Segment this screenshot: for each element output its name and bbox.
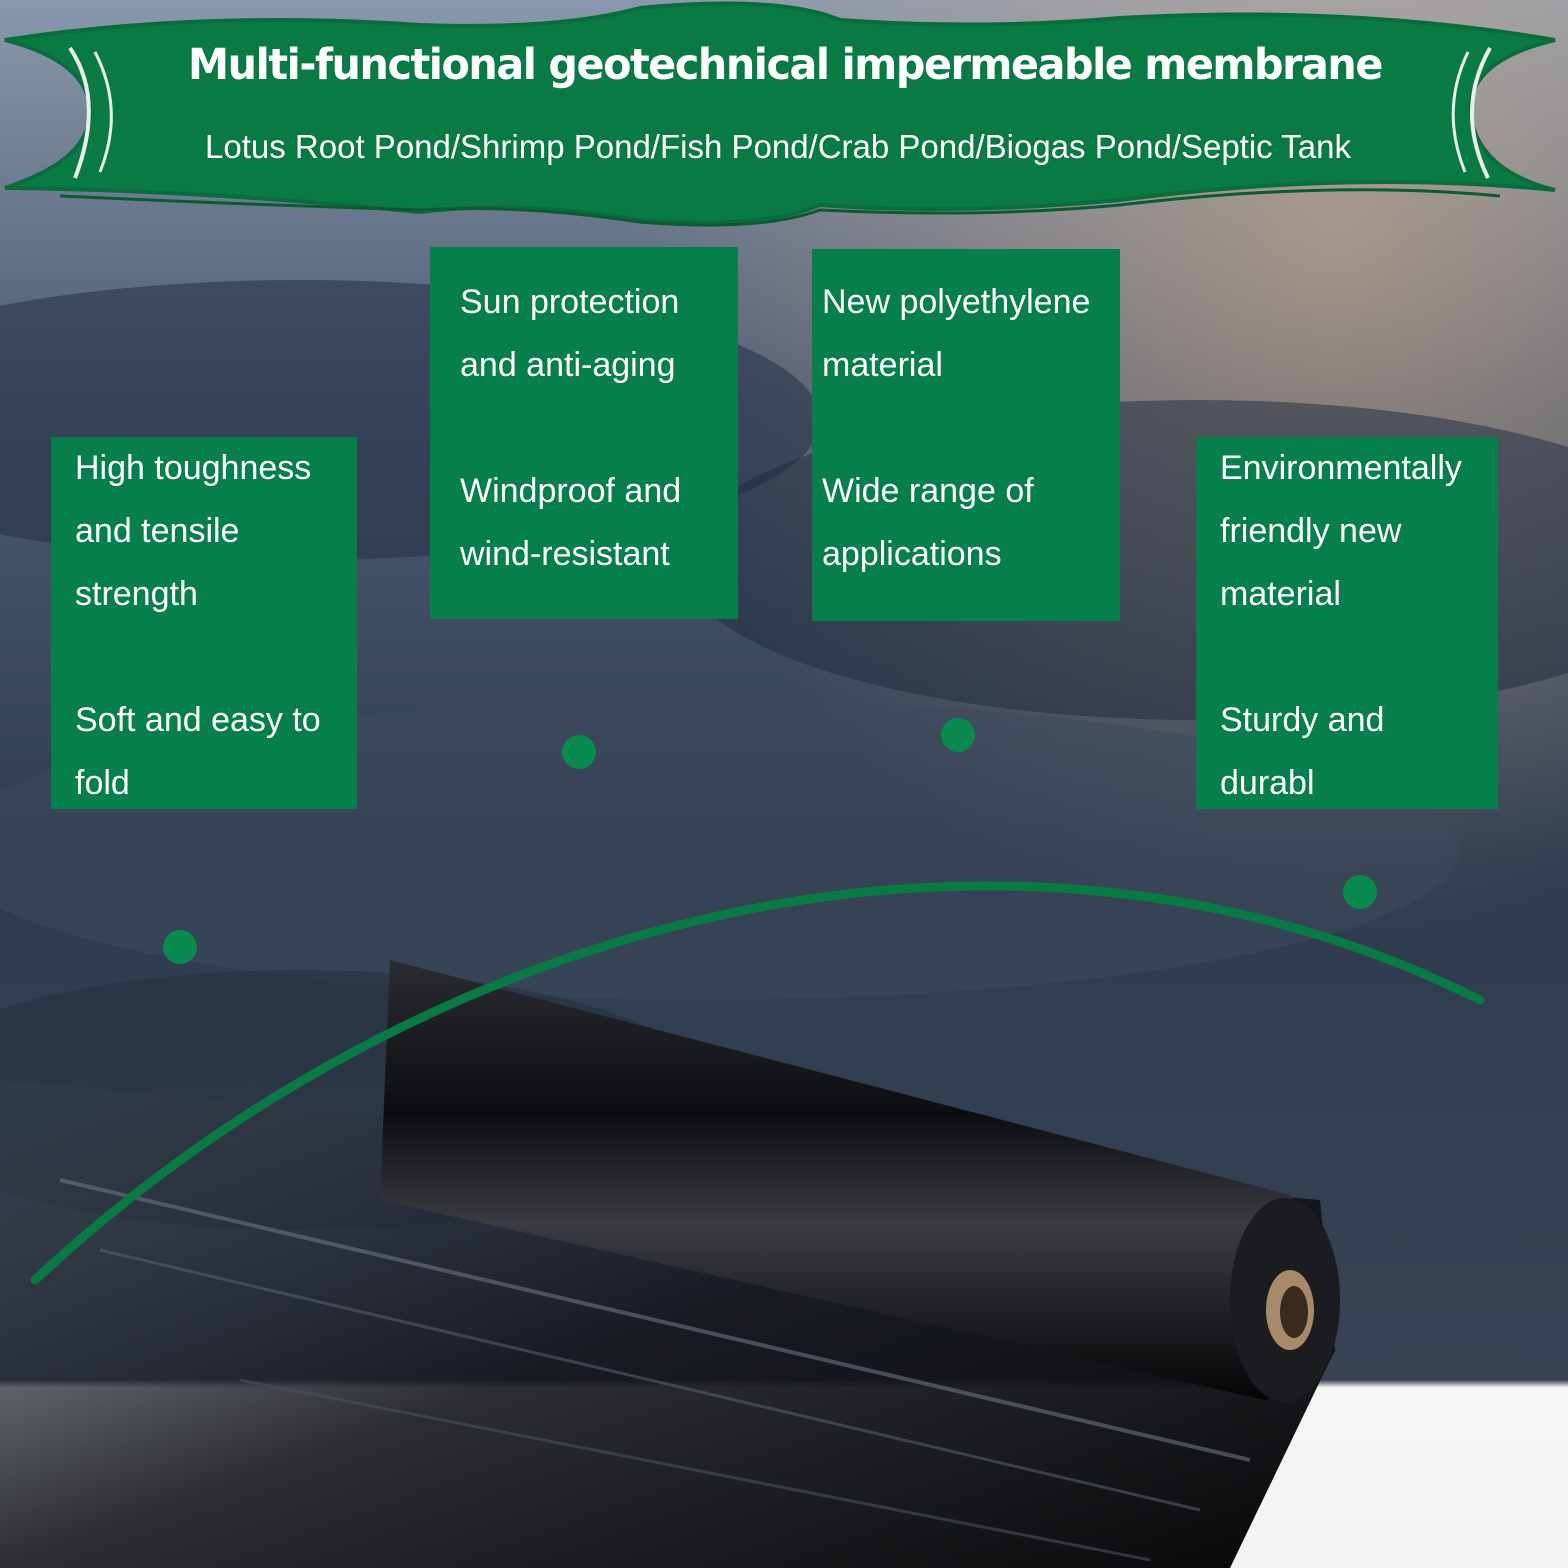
- banner-ribbon: [4, 1, 1556, 225]
- feature-text: fold: [75, 764, 130, 802]
- green-dot: [562, 735, 596, 769]
- feature-text: and anti-aging: [460, 346, 676, 384]
- feature-text: friendly new: [1220, 512, 1402, 550]
- feature-text: durabl: [1220, 764, 1315, 802]
- membrane-roll: [380, 960, 1328, 1400]
- page-title: Multi-functional geotechnical impermeabl…: [188, 40, 1383, 90]
- feature-card-sun-protection: Sun protection and anti-aging Windproof …: [430, 247, 738, 619]
- feature-card-toughness: High toughness and tensile strength Soft…: [51, 437, 357, 809]
- feature-card-polyethylene: New polyethylene material Wide range of …: [812, 249, 1120, 621]
- feature-text: strength: [75, 575, 198, 613]
- feature-text: applications: [822, 535, 1002, 573]
- feature-text: High toughness: [75, 449, 312, 487]
- green-arc-decoration: [30, 881, 1485, 1285]
- feature-text: New polyethylene: [822, 283, 1091, 321]
- feature-text: material: [1220, 575, 1341, 613]
- feature-text: material: [822, 346, 943, 384]
- green-dot: [941, 718, 975, 752]
- green-dot: [163, 930, 197, 964]
- feature-text: Windproof and: [460, 472, 682, 510]
- feature-text: wind-resistant: [460, 535, 670, 573]
- feature-text: Soft and easy to: [75, 701, 321, 739]
- feature-text: Sturdy and: [1220, 701, 1385, 739]
- green-dot: [1343, 875, 1377, 909]
- feature-card-eco-friendly: Environmentally friendly new material St…: [1196, 437, 1498, 809]
- feature-text: and tensile: [75, 512, 240, 550]
- feature-text: Sun protection: [460, 283, 680, 321]
- feature-text: Environmentally: [1220, 449, 1462, 487]
- application-list: Lotus Root Pond/Shrimp Pond/Fish Pond/Cr…: [205, 128, 1351, 165]
- feature-text: Wide range of: [822, 472, 1034, 510]
